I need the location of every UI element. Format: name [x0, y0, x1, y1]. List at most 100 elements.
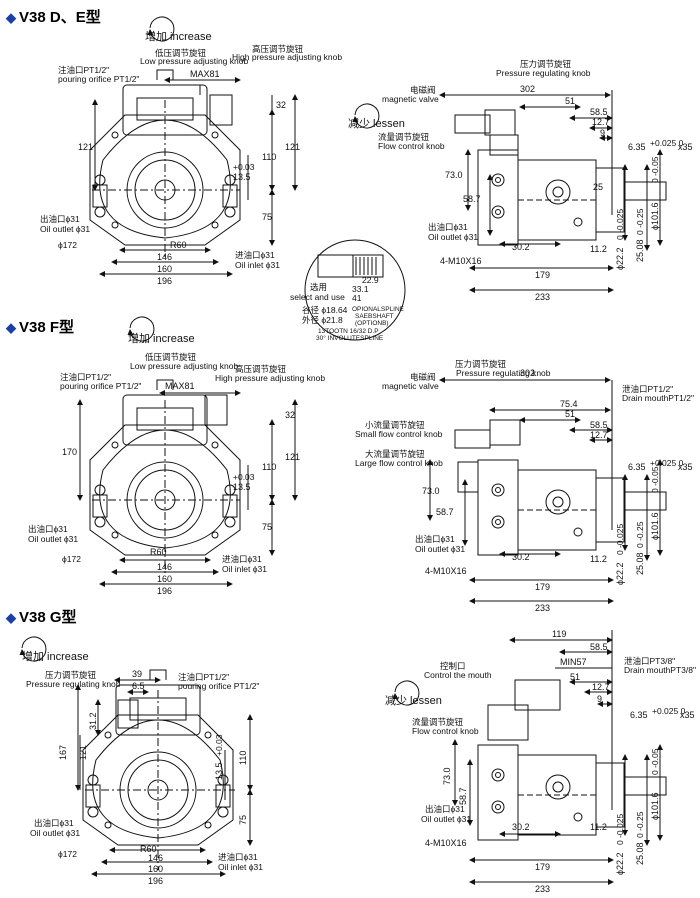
dim-max81: MAX81 — [165, 381, 195, 391]
label-small-zh: 小流量调节旋钮 — [365, 420, 425, 430]
label-drain-zh: 泄油口PT3/8" — [624, 656, 675, 666]
dim-6-35: 6.35 — [628, 142, 646, 152]
dim-11-2: 11.2 — [590, 554, 607, 564]
dim-31-2: 31.2 — [88, 712, 98, 730]
label-opt1: OPIONALSPLINE — [352, 306, 405, 313]
dim-phi172: ϕ172 — [58, 849, 77, 859]
dim-167: 167 — [58, 745, 68, 760]
dim-51: 51 — [565, 96, 575, 106]
dim-121: 121 — [285, 452, 300, 462]
dim-22-2-tol: 0 -0.025 — [615, 524, 625, 555]
dim-110: 110 — [238, 751, 248, 765]
dim-75: 75 — [262, 522, 272, 532]
dim-75: 75 — [262, 212, 272, 222]
section-title-f: ◆V38 F型 — [6, 316, 74, 337]
label-inlet-en: Oil inlet ϕ31 — [235, 260, 280, 270]
label-outlet-en: Oil outlet ϕ31 — [421, 814, 471, 824]
label-teeth: 13TOOTN 16/32 D.P — [318, 328, 379, 335]
dim-121: 121 — [78, 745, 88, 760]
labels-left-g: 增加 increase 压力调节旋钮 Pressure regulating k… — [19, 636, 263, 886]
dim-39: 39 — [132, 669, 142, 679]
label-lessen: 减少 lessen — [348, 117, 405, 130]
label-press-en: Pressure regulating knob — [456, 368, 551, 378]
label-choose-en: select and use — [290, 292, 345, 302]
label-flow-zh: 流量调节旋钮 — [378, 132, 430, 142]
dim-25-08: 25.08 — [635, 842, 645, 865]
label-press-zh: 压力调节旋钮 — [45, 670, 97, 680]
rotation-arrow-icon — [147, 16, 175, 42]
dim-6-35-tol: +0.025 0 — [652, 706, 686, 716]
dim-119: 119 — [552, 629, 566, 639]
section-title-g: ◆V38 G型 — [6, 606, 77, 627]
section-title-text: V38 D、E型 — [19, 9, 101, 26]
label-high-en: High pressure adjusting knob — [232, 52, 342, 62]
front-view-de — [89, 69, 298, 277]
rotation-arrow-icon — [392, 680, 420, 706]
dim-13-5: 13.5 — [233, 172, 251, 182]
dim-r60: R60 — [150, 547, 167, 557]
dim-101-6-tol: 0 -0.05 — [650, 156, 660, 183]
label-root-dia: 谷径 ϕ18.64 — [302, 305, 348, 315]
dim-41: 41 — [352, 293, 362, 303]
dim-233: 233 — [535, 292, 550, 302]
dim-51: 51 — [570, 672, 580, 682]
label-magnetic-en: magnetic valve — [382, 381, 439, 391]
dim-110: 110 — [262, 152, 276, 162]
label-pouring-zh: 注油口PT1/2" — [178, 672, 229, 682]
dim-51: 51 — [565, 409, 575, 419]
dim-r60: R60 — [170, 240, 187, 250]
dim-101-6: ϕ101.6 — [650, 202, 660, 230]
label-choose-zh: 选用 — [310, 282, 327, 292]
label-outlet-en: Oil outlet ϕ31 — [28, 534, 78, 544]
label-drain-en: Drain mouthPT1/2" — [622, 393, 694, 403]
dim-170: 170 — [62, 447, 77, 457]
dim-13-5: 13.5 — [214, 762, 224, 780]
dim-25-08-tol: 0 -0.25 — [635, 521, 645, 548]
dim-25-08-tol: 0 -0.25 — [635, 208, 645, 235]
dim-6-35-tol: +0.025 0 — [650, 138, 684, 148]
dim-160: 160 — [157, 264, 172, 274]
dim-73-0: 73.0 — [445, 170, 463, 180]
dim-30-2: 30.2 — [512, 552, 530, 562]
diamond-bullet-icon: ◆ — [6, 10, 16, 25]
dim-9: 9 — [597, 694, 602, 704]
dim-30-2: 30.2 — [512, 242, 530, 252]
label-low-zh: 低压调节旋钮 — [145, 352, 197, 362]
label-press-zh: 压力调节旋钮 — [455, 359, 507, 369]
dim-75-4: 75.4 — [560, 399, 578, 409]
label-inlet-zh: 进油口ϕ31 — [218, 852, 258, 862]
dim-22-9: 22.9 — [362, 275, 379, 285]
rotation-arrow-icon — [19, 636, 47, 662]
dim-121a: 121 — [78, 142, 93, 152]
label-drain-zh: 泄油口PT1/2" — [622, 384, 673, 394]
dim-22-2: ϕ22.2 — [615, 247, 625, 270]
dim-121b: 121 — [285, 142, 300, 152]
dim-25-08: 25.08 — [635, 239, 645, 262]
dim-101-6-tol: 0 -0.05 — [650, 748, 660, 775]
dim-x35: x35 — [678, 462, 693, 472]
dim-m10: 4-M10X16 — [425, 838, 467, 848]
label-press-zh: 压力调节旋钮 — [520, 59, 572, 69]
label-magnetic-zh: 电磁阀 — [410, 372, 436, 382]
label-opt2: SAEBSHAFT — [355, 313, 394, 320]
label-pouring-zh: 注油口PT1/2" — [60, 372, 111, 382]
dim-33-1: 33.1 — [352, 284, 369, 294]
label-inlet-zh: 进油口ϕ31 — [235, 250, 275, 260]
label-lessen: 减少 lessen — [385, 694, 442, 707]
dim-6-35: 6.35 — [630, 710, 648, 720]
labels-right-de: 电磁阀 magnetic valve 减少 lessen 流量调节旋钮 Flow… — [348, 59, 693, 302]
dim-302: 302 — [520, 368, 535, 378]
label-press-en: Pressure regulating knob — [496, 68, 591, 78]
dim-233: 233 — [535, 884, 550, 894]
label-flow-en: Flow control knob — [412, 726, 479, 736]
label-outlet-en: Oil outlet ϕ31 — [40, 224, 90, 234]
dim-13-5-tol: +0.03 — [233, 162, 255, 172]
labels-right-g: 减少 lessen 控制口 Control the mouth 流量调节旋钮 F… — [385, 629, 696, 894]
label-inlet-zh: 进油口ϕ31 — [222, 554, 262, 564]
label-ctrl-en: Control the mouth — [424, 670, 492, 680]
label-increase: 增加 increase — [128, 331, 195, 345]
dim-6-35-tol: +0.025 0 — [650, 458, 684, 468]
label-outlet-zh: 出油口ϕ31 — [28, 524, 68, 534]
label-outlet-zh: 出油口ϕ31 — [40, 214, 80, 224]
